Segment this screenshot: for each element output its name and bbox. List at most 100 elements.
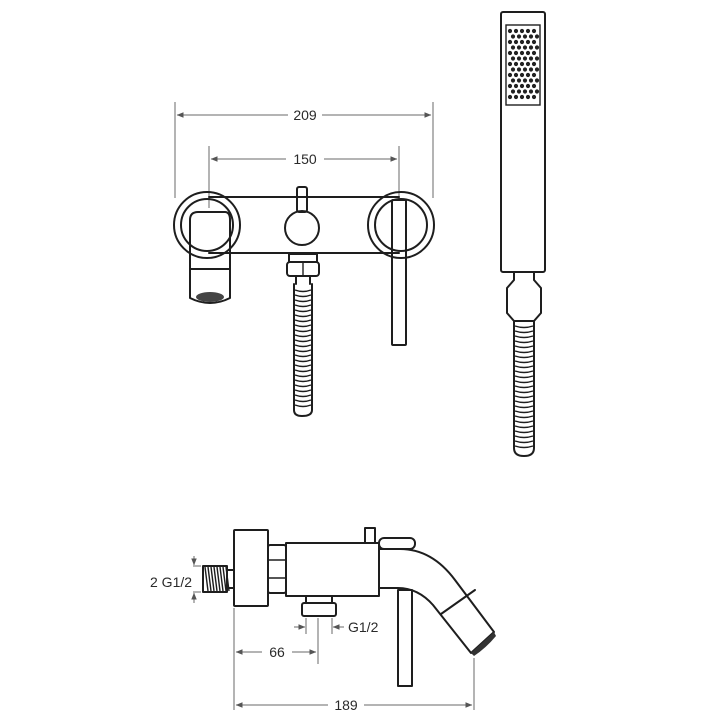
hose-ripple xyxy=(294,364,312,368)
spray-nozzle xyxy=(519,50,525,56)
spray-nozzle xyxy=(531,94,537,100)
spray-nozzle xyxy=(513,28,519,34)
hose-ripple xyxy=(514,365,534,369)
spray-nozzle xyxy=(510,89,516,94)
hose-ripple xyxy=(294,399,312,403)
dimension-g12: G1/2 xyxy=(294,618,379,635)
spray-nozzle xyxy=(519,39,525,45)
spray-nozzle xyxy=(522,67,528,72)
hose-ripple xyxy=(294,349,312,353)
spray-nozzle xyxy=(522,45,528,50)
hose-ripple xyxy=(514,360,534,364)
spray-nozzle xyxy=(510,56,516,61)
hose-ripple xyxy=(514,440,534,444)
wall-plate xyxy=(233,529,269,607)
spray-nozzle xyxy=(525,72,531,78)
spray-nozzle xyxy=(531,72,537,78)
spray-nozzle xyxy=(534,67,540,72)
hose-ripple xyxy=(514,355,534,359)
dimension-label-150: 150 xyxy=(293,151,317,167)
spray-nozzle xyxy=(507,72,513,78)
hose-ripple xyxy=(294,334,312,338)
spray-nozzle xyxy=(531,28,537,34)
side-view: 2 G1/2 G1/2 66 189 xyxy=(150,527,496,713)
spray-nozzle xyxy=(528,45,534,50)
hose-ripple xyxy=(514,425,534,429)
dimension-label-66: 66 xyxy=(269,644,285,660)
hose-ripple xyxy=(514,380,534,384)
spray-nozzle xyxy=(519,72,525,78)
hose-ripple xyxy=(294,329,312,333)
hose-ripple xyxy=(514,330,534,334)
spray-nozzle xyxy=(507,28,513,34)
spray-nozzle xyxy=(525,39,531,45)
hose-ripple xyxy=(294,314,312,318)
spray-nozzle xyxy=(525,50,531,56)
hose-ripple xyxy=(514,430,534,434)
spray-nozzle xyxy=(531,50,537,56)
dimension-label-g12: G1/2 xyxy=(348,619,379,635)
hose-ripple xyxy=(294,354,312,358)
hose-ripple xyxy=(294,389,312,393)
hose-ripple xyxy=(294,304,312,308)
spray-nozzle xyxy=(513,61,519,67)
spray-nozzle xyxy=(534,89,540,94)
hose-ripple xyxy=(514,415,534,419)
spray-nozzle xyxy=(510,34,516,39)
side-spout xyxy=(378,548,496,656)
dimension-label-2-g12: 2 G1/2 xyxy=(150,574,192,590)
thread-line xyxy=(216,566,221,592)
spray-nozzle xyxy=(534,56,540,61)
hose-ripple xyxy=(294,339,312,343)
dimension-label-209: 209 xyxy=(293,107,317,123)
spray-nozzle xyxy=(525,28,531,34)
spray-nozzle xyxy=(516,56,522,61)
spray-nozzle xyxy=(513,72,519,78)
bath-spout xyxy=(189,211,231,304)
hose-ripple xyxy=(294,309,312,313)
hand-shower xyxy=(500,11,546,457)
hose-ripple xyxy=(294,394,312,398)
spray-nozzle xyxy=(516,45,522,50)
lever-handle xyxy=(391,199,407,346)
hose-ripple xyxy=(514,340,534,344)
hose-ripple xyxy=(294,359,312,363)
inlet-thread xyxy=(202,565,235,593)
hose-ripple xyxy=(294,404,312,408)
hose-ripple xyxy=(514,390,534,394)
left-wall-flange xyxy=(173,191,241,259)
thread-line xyxy=(207,566,212,592)
spray-nozzle xyxy=(510,78,516,83)
spray-nozzle xyxy=(531,83,537,89)
hose-ripple xyxy=(294,379,312,383)
hose-ripple xyxy=(514,375,534,379)
side-body xyxy=(285,527,380,597)
spray-nozzle xyxy=(507,61,513,67)
hose-ripple xyxy=(294,369,312,373)
spray-nozzle xyxy=(516,67,522,72)
spray-nozzle xyxy=(522,78,528,83)
dimension-209: 209 xyxy=(174,102,434,198)
hose-ripple xyxy=(294,319,312,323)
hose-ripple xyxy=(514,325,534,329)
spray-nozzle xyxy=(513,50,519,56)
spray-nozzle xyxy=(507,50,513,56)
shower-hose-front xyxy=(293,283,313,417)
thread-line xyxy=(204,566,209,592)
spray-nozzle xyxy=(525,83,531,89)
spray-nozzle xyxy=(525,94,531,100)
hose-ripple xyxy=(514,335,534,339)
hose-outlet-nut xyxy=(286,253,320,285)
spray-nozzle xyxy=(513,83,519,89)
spray-nozzle xyxy=(528,67,534,72)
spray-nozzle xyxy=(516,34,522,39)
spray-nozzle xyxy=(525,61,531,67)
spray-nozzle xyxy=(534,78,540,83)
dimension-label-189: 189 xyxy=(334,697,358,713)
spray-nozzle xyxy=(507,83,513,89)
spray-nozzle xyxy=(519,61,525,67)
thread-line xyxy=(210,566,215,592)
hose-ripple xyxy=(514,410,534,414)
dimension-150: 150 xyxy=(208,146,400,208)
